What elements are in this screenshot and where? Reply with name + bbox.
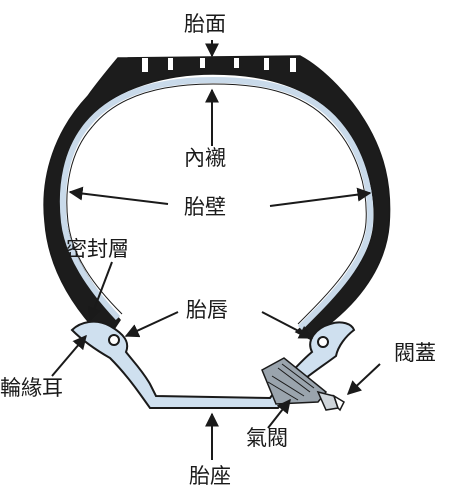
inner-liner-outline: [66, 83, 367, 325]
arrow-bead-r: [261, 311, 314, 339]
label-rim-flange: 輪緣耳: [0, 376, 63, 400]
label-sealing-layer: 密封層: [66, 237, 129, 261]
label-inner-liner: 內襯: [184, 146, 226, 170]
label-valve-cap: 閥蓋: [394, 341, 436, 365]
label-rim-seat: 胎座: [189, 464, 231, 488]
label-valve: 氣閥: [246, 426, 288, 450]
leader-arrows: [51, 40, 381, 460]
tire-casing: [43, 55, 391, 341]
arrow-valve: [267, 398, 291, 429]
label-bead: 胎唇: [186, 298, 228, 322]
arrow-bead-l: [124, 311, 179, 338]
arrow-seal: [87, 261, 113, 322]
inner-liner: [59, 76, 374, 331]
arrow-valcap: [346, 363, 381, 395]
bead-left: [108, 334, 120, 346]
label-sidewall: 胎壁: [184, 195, 226, 219]
valve-stem: [261, 357, 345, 412]
bead-right: [317, 336, 329, 348]
arrow-flange: [51, 334, 87, 377]
tread-grooves: [142, 58, 296, 72]
label-tread: 胎面: [184, 12, 226, 36]
arrow-side-r: [269, 187, 372, 207]
arrow-side-l: [68, 186, 169, 205]
